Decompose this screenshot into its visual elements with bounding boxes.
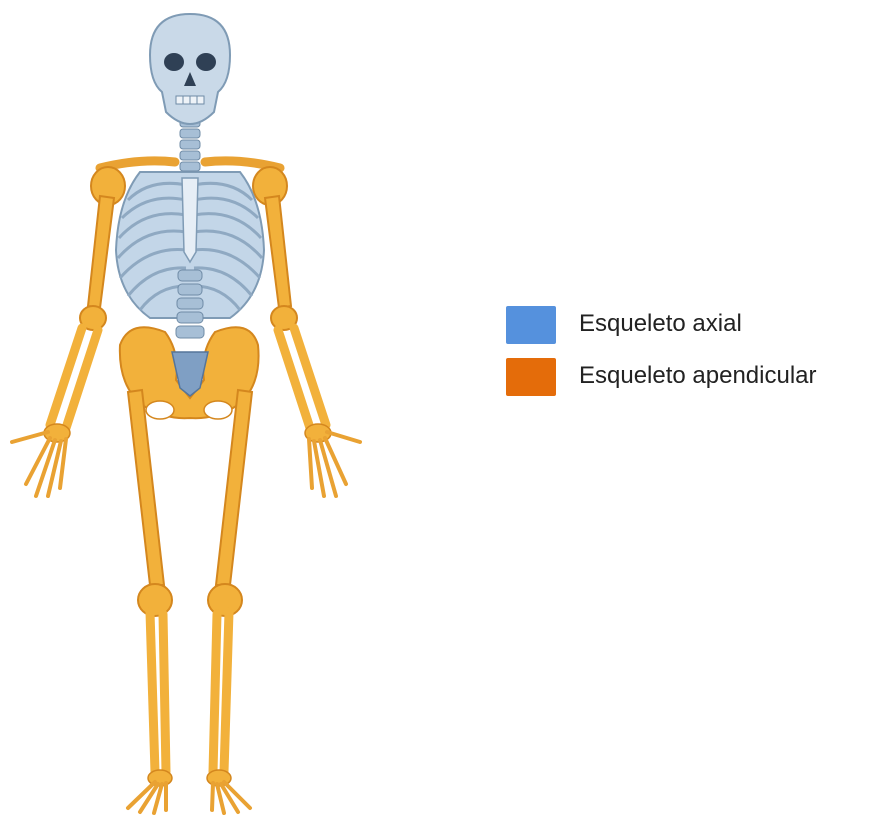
legend-swatch-axial xyxy=(506,306,556,344)
left-knee xyxy=(138,584,172,616)
left-obturator xyxy=(146,401,174,419)
sternum xyxy=(182,178,198,262)
right-forearm xyxy=(278,328,326,428)
legend-label-appendicular: Esqueleto apendicular xyxy=(579,361,817,391)
right-humerus xyxy=(265,196,291,308)
left-forearm xyxy=(50,328,98,428)
right-foot xyxy=(212,782,250,813)
left-foot xyxy=(128,782,166,813)
legend-label-axial: Esqueleto axial xyxy=(579,309,742,339)
left-lower-leg xyxy=(150,612,166,772)
lumbar-spine xyxy=(176,270,204,338)
skeleton-illustration xyxy=(0,0,380,817)
right-eye-socket xyxy=(196,53,216,71)
cervical-spine xyxy=(180,118,200,171)
skull xyxy=(150,14,230,124)
legend: Esqueleto axial Esqueleto apendicular xyxy=(506,306,875,410)
left-eye-socket xyxy=(164,53,184,71)
right-obturator xyxy=(204,401,232,419)
right-lower-leg xyxy=(213,612,229,772)
legend-swatch-appendicular xyxy=(506,358,556,396)
left-humerus xyxy=(88,196,114,308)
legend-item-appendicular: Esqueleto apendicular xyxy=(506,358,875,396)
legend-item-axial: Esqueleto axial xyxy=(506,306,875,344)
